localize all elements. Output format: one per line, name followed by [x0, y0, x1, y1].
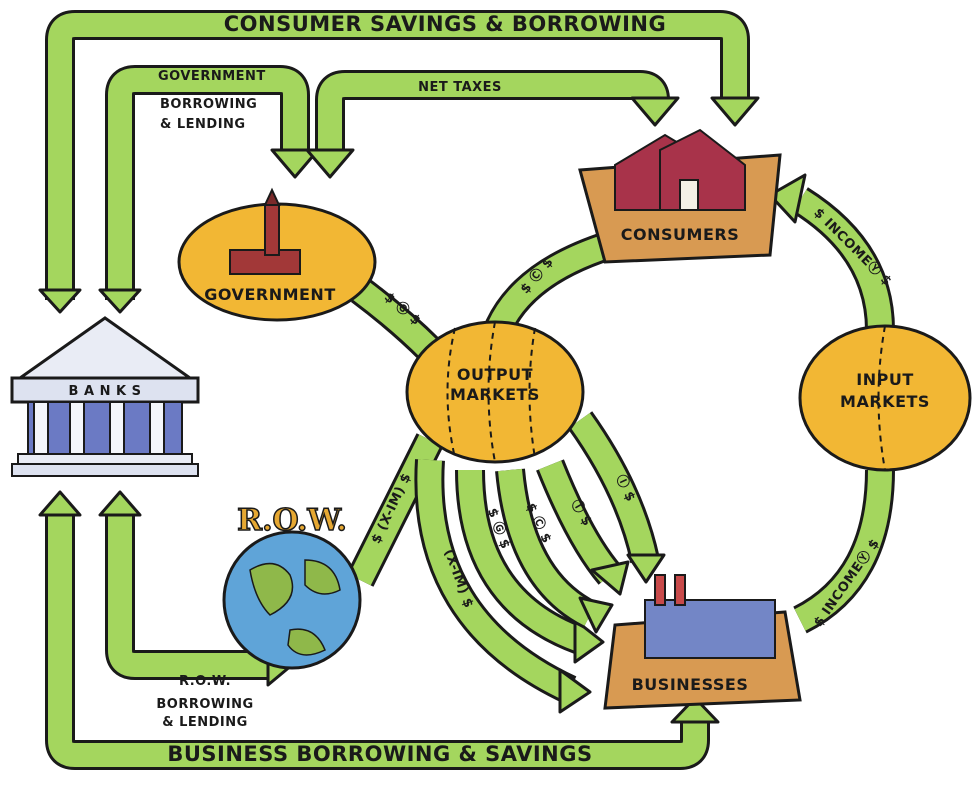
net-taxes-label: NET TAXES	[418, 80, 502, 95]
business-borrowing-arrow	[38, 490, 720, 770]
gov-borrowing-label-3: & LENDING	[160, 117, 246, 132]
row-borrowing-arrow	[98, 490, 294, 687]
consumer-savings-arrow	[38, 10, 760, 314]
main-loop	[346, 173, 895, 634]
government-borrowing-arrow	[98, 65, 320, 314]
input-markets-label-2: MARKETS	[840, 392, 930, 411]
income-bottom-label: $ INCOMEⓎ $	[810, 536, 883, 630]
businesses-node: BUSINESSES	[603, 574, 802, 710]
consumer-savings-label: CONSUMER SAVINGS & BORROWING	[224, 12, 666, 36]
net-taxes-arrow	[305, 70, 680, 179]
consumers-node: CONSUMERS	[578, 128, 782, 264]
row-borrowing-label-1: R.O.W.	[179, 674, 231, 689]
input-markets-node: INPUT MARKETS	[798, 324, 972, 472]
business-borrowing-label: BUSINESS BORROWING & SAVINGS	[167, 742, 592, 766]
banks-building: B A N K S	[10, 316, 200, 477]
row-label: R.O.W.	[237, 503, 347, 538]
consumers-label: CONSUMERS	[621, 225, 739, 244]
government-node: GOVERNMENT	[177, 187, 377, 322]
row-borrowing-label-3: & LENDING	[162, 715, 248, 730]
government-label: GOVERNMENT	[204, 285, 335, 304]
output-markets-node: OUTPUT MARKETS	[405, 320, 585, 464]
output-markets-label-1: OUTPUT	[457, 365, 533, 384]
row-node: R.O.W.	[222, 502, 362, 670]
output-to-business-arrows	[414, 411, 666, 714]
row-borrowing-label-2: BORROWING	[156, 697, 253, 712]
banks-label: B A N K S	[69, 384, 142, 399]
businesses-label: BUSINESSES	[632, 675, 749, 694]
gov-borrowing-label-2: BORROWING	[160, 97, 257, 112]
income-top-label: $ INCOMEⓎ $	[810, 205, 895, 290]
gov-borrowing-label-1: GOVERNMENT	[158, 69, 266, 84]
output-markets-label-2: MARKETS	[450, 385, 540, 404]
input-markets-label-1: INPUT	[856, 370, 913, 389]
